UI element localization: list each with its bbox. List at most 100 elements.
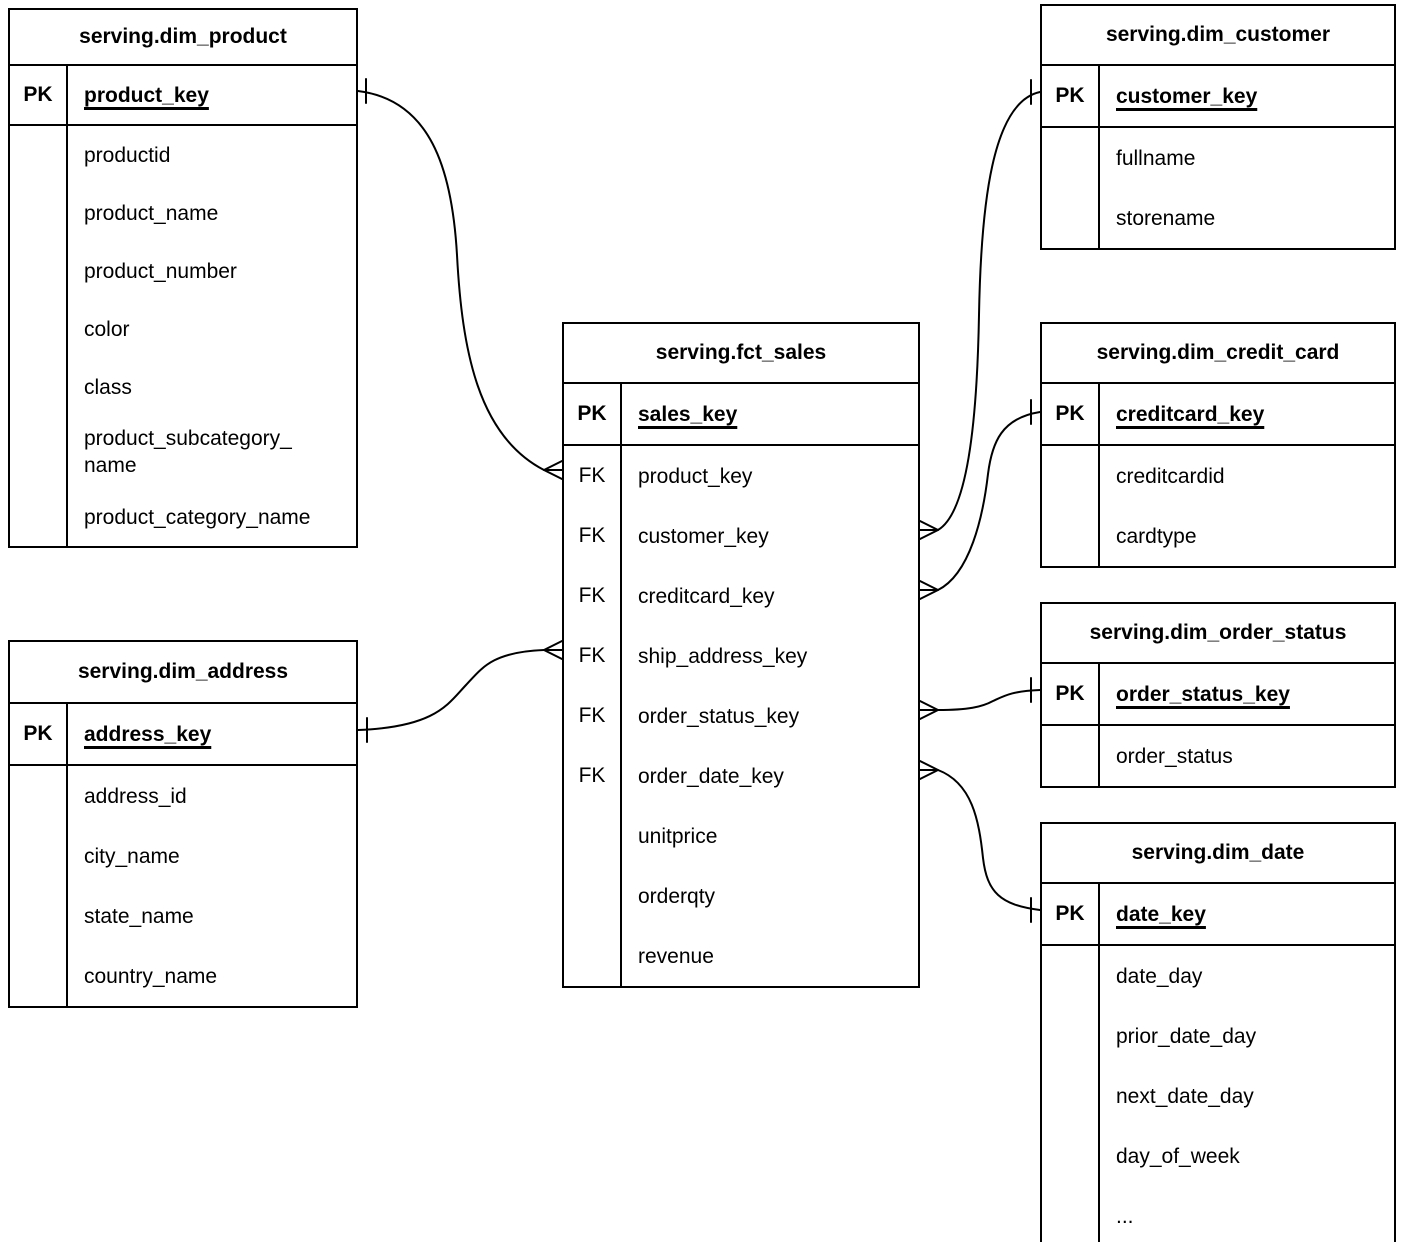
pk-badge: PK xyxy=(1042,384,1100,444)
field-name: order_date_key xyxy=(638,764,784,788)
pk-badge: PK xyxy=(1042,664,1100,724)
field-name: cardtype xyxy=(1116,524,1197,548)
field-name: ... xyxy=(1116,1204,1134,1228)
field-name: product_key xyxy=(638,464,753,488)
table-title: serving.fct_sales xyxy=(564,324,918,384)
field-row: color xyxy=(10,300,356,358)
pk-field-name: product_key xyxy=(84,83,209,107)
field-row: address_id xyxy=(10,766,356,826)
table-fct_sales: serving.fct_sales PK sales_key FK produc… xyxy=(562,322,920,988)
table-dim_date: serving.dim_date PK date_key date_day pr… xyxy=(1040,822,1396,1242)
fk-badge xyxy=(1042,188,1100,248)
field-name: day_of_week xyxy=(1116,1144,1240,1168)
fk-badge xyxy=(1042,446,1100,506)
field-list: address_id city_name state_name country_… xyxy=(10,766,356,1006)
field-row: FK ship_address_key xyxy=(564,626,918,686)
many-cardinality-crowfoot xyxy=(919,580,939,600)
pk-field-name: order_status_key xyxy=(1116,682,1290,706)
field-name: order_status xyxy=(1116,744,1233,768)
fk-badge xyxy=(10,242,68,300)
many-cardinality-crowfoot xyxy=(919,520,939,540)
field-name: address_id xyxy=(84,784,187,808)
fk-badge xyxy=(10,766,68,826)
field-name: unitprice xyxy=(638,824,718,848)
field-name: productid xyxy=(84,143,171,167)
relationship-fct_sales-dim_order_status xyxy=(919,677,1041,720)
field-name: revenue xyxy=(638,944,714,968)
field-name: country_name xyxy=(84,964,218,988)
field-row: cardtype xyxy=(1042,506,1394,566)
relationship-fct_sales-dim_product xyxy=(357,78,563,480)
table-dim_product: serving.dim_product PK product_key produ… xyxy=(8,8,358,548)
table-dim_credit_card: serving.dim_credit_card PK creditcard_ke… xyxy=(1040,322,1396,568)
field-row: orderqty xyxy=(564,866,918,926)
relationship-fct_sales-dim_address xyxy=(357,640,563,743)
field-name: storename xyxy=(1116,206,1216,230)
table-title: serving.dim_address xyxy=(10,642,356,704)
field-name: orderqty xyxy=(638,884,716,908)
relationship-fct_sales-dim_customer xyxy=(919,79,1041,540)
fk-badge xyxy=(10,300,68,358)
fk-badge xyxy=(10,126,68,184)
fk-badge xyxy=(1042,506,1100,566)
field-name: date_day xyxy=(1116,964,1203,988)
table-dim_order_status: serving.dim_order_status PK order_status… xyxy=(1040,602,1396,788)
field-name: color xyxy=(84,317,130,341)
field-row: productid xyxy=(10,126,356,184)
fk-badge xyxy=(1042,946,1100,1006)
field-row: storename xyxy=(1042,188,1394,248)
fk-badge xyxy=(1042,726,1100,786)
pk-field-name: creditcard_key xyxy=(1116,402,1265,426)
field-row: state_name xyxy=(10,886,356,946)
field-row: class xyxy=(10,358,356,416)
field-name: fullname xyxy=(1116,146,1196,170)
field-name: product_number xyxy=(84,259,237,283)
field-name: next_date_day xyxy=(1116,1084,1254,1108)
field-name: class xyxy=(84,375,132,399)
relationship-fct_sales-dim_date xyxy=(919,760,1041,923)
relationship-line xyxy=(919,91,1041,531)
field-row: unitprice xyxy=(564,806,918,866)
primary-key-row: PK customer_key xyxy=(1042,66,1394,128)
field-row: country_name xyxy=(10,946,356,1006)
table-title: serving.dim_order_status xyxy=(1042,604,1394,664)
field-row: day_of_week xyxy=(1042,1126,1394,1186)
field-row: product_subcategory_ name xyxy=(10,416,356,488)
fk-badge xyxy=(10,488,68,546)
table-title: serving.dim_customer xyxy=(1042,6,1394,66)
field-row: revenue xyxy=(564,926,918,986)
field-row: FK product_key xyxy=(564,446,918,506)
field-row: product_category_name xyxy=(10,488,356,546)
relationship-line xyxy=(919,769,1041,911)
field-row: next_date_day xyxy=(1042,1066,1394,1126)
field-row: fullname xyxy=(1042,128,1394,188)
field-row: product_name xyxy=(10,184,356,242)
relationship-line xyxy=(919,411,1041,591)
fk-badge xyxy=(1042,128,1100,188)
field-row: product_number xyxy=(10,242,356,300)
fk-badge xyxy=(10,358,68,416)
field-row: prior_date_day xyxy=(1042,1006,1394,1066)
fk-badge: FK xyxy=(564,746,622,806)
fk-badge xyxy=(10,946,68,1006)
field-name: creditcardid xyxy=(1116,464,1225,488)
primary-key-row: PK product_key xyxy=(10,66,356,126)
fk-badge: FK xyxy=(564,446,622,506)
fk-badge xyxy=(10,416,68,488)
fk-badge: FK xyxy=(564,506,622,566)
fk-badge xyxy=(1042,1066,1100,1126)
field-name: state_name xyxy=(84,904,194,928)
primary-key-row: PK order_status_key xyxy=(1042,664,1394,726)
pk-badge: PK xyxy=(10,704,68,764)
table-title: serving.dim_date xyxy=(1042,824,1394,884)
primary-key-row: PK creditcard_key xyxy=(1042,384,1394,446)
field-name: prior_date_day xyxy=(1116,1024,1257,1048)
field-list: fullname storename xyxy=(1042,128,1394,248)
many-cardinality-crowfoot xyxy=(919,760,939,780)
primary-key-row: PK date_key xyxy=(1042,884,1394,946)
field-name: ship_address_key xyxy=(638,644,808,668)
fk-badge xyxy=(1042,1006,1100,1066)
fk-badge: FK xyxy=(564,566,622,626)
field-row: FK order_date_key xyxy=(564,746,918,806)
